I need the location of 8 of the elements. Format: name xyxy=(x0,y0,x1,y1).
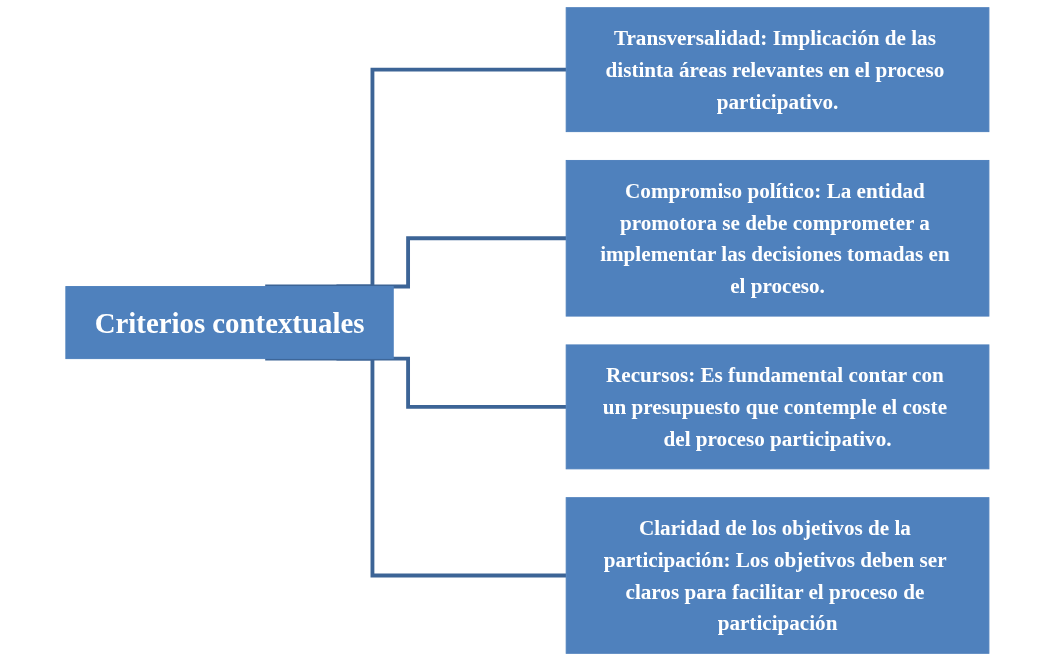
node-box: Transversalidad: Implicación de las distinta áreas relevantes en el proceso participativo. xyxy=(565,7,990,133)
connector xyxy=(265,356,567,578)
node-box: Criterios contextuales xyxy=(65,286,394,360)
node-box: Claridad de los objetivos de la participación: Los objetivos deben ser claros para facilitar el proceso de participación xyxy=(565,497,990,654)
node-box: Compromiso político: La entidad promotora se debe comprometer a implementar las decisiones tomadas en el proceso. xyxy=(565,159,990,317)
connector xyxy=(336,236,567,289)
node-box: Recursos: Es fundamental contar con un presupuesto que contemple el coste del proceso participativo. xyxy=(565,344,990,470)
connector xyxy=(265,67,567,289)
